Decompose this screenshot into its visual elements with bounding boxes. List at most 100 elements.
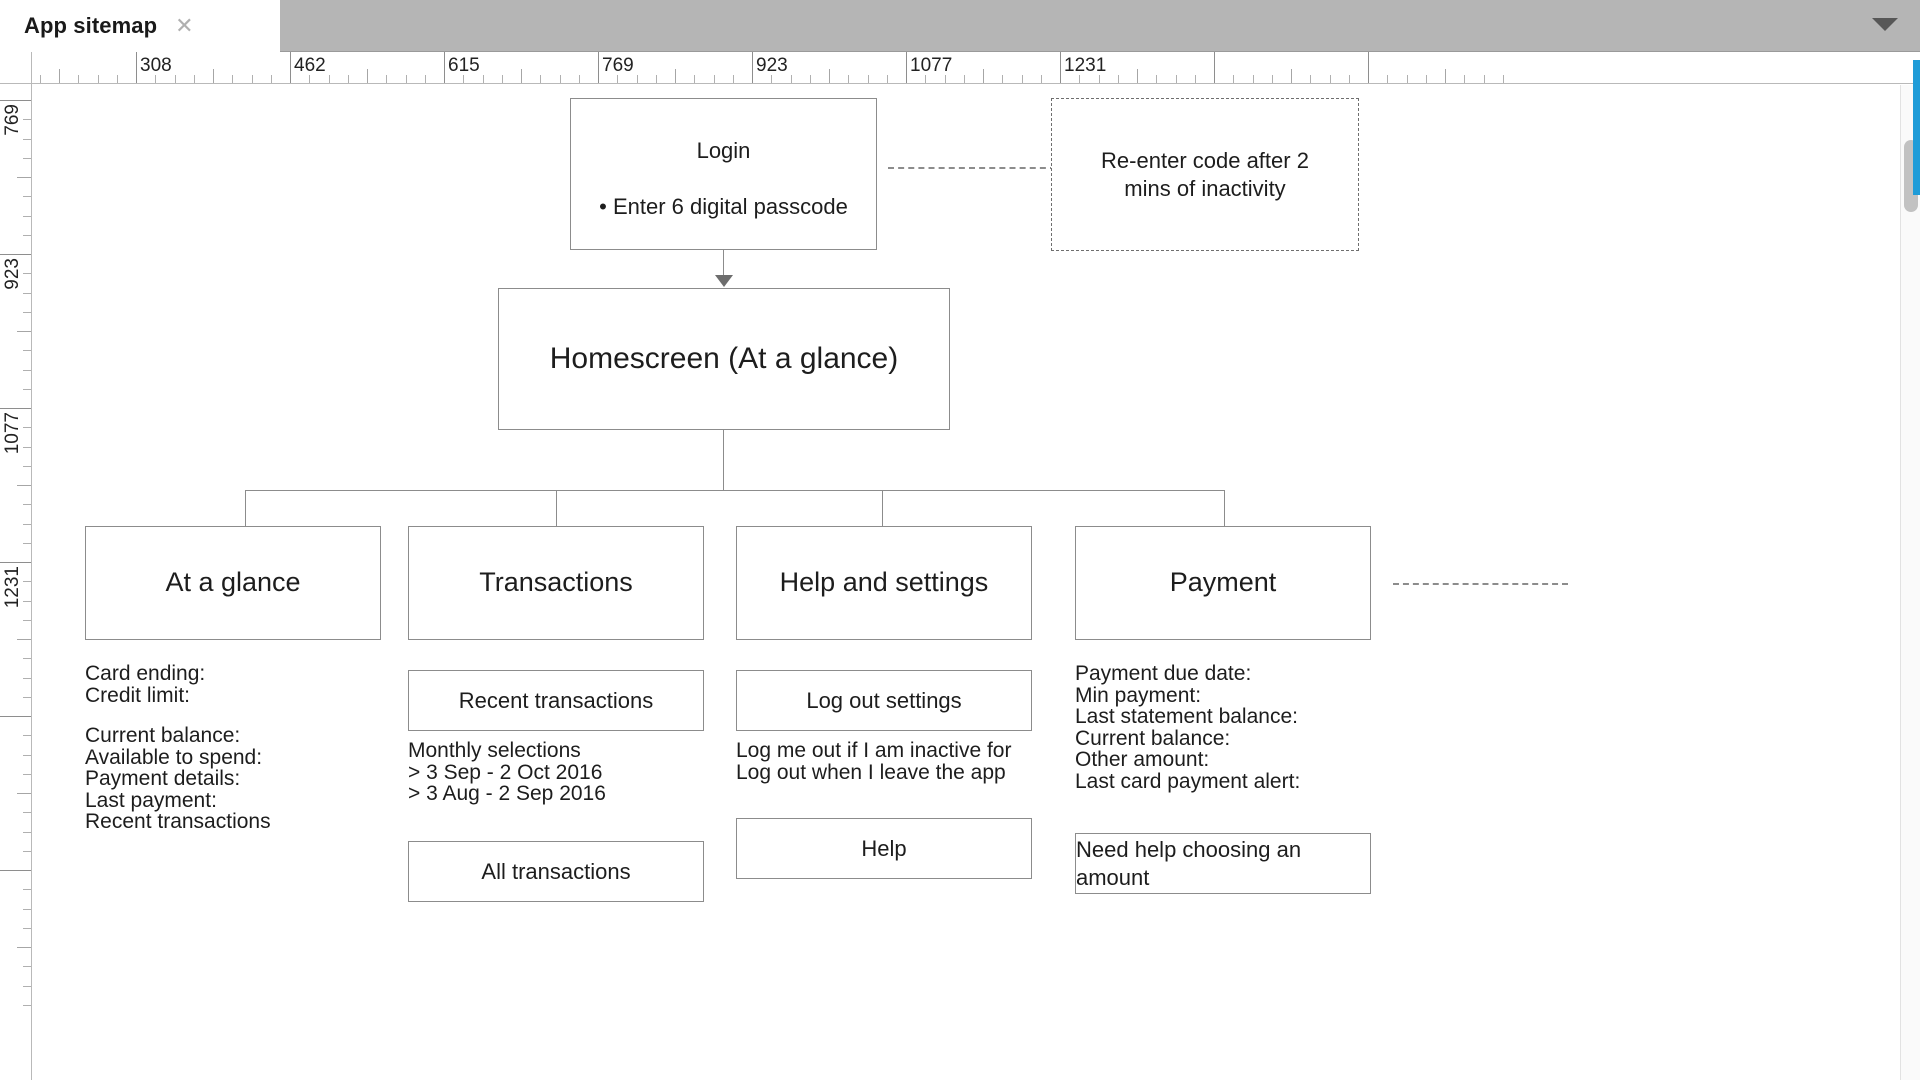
node-transactions-title: Transactions [479, 567, 633, 598]
ruler-tick-minor [23, 542, 31, 544]
node-log-out-settings[interactable]: Log out settings [736, 670, 1032, 731]
ruler-tick-minor [309, 75, 311, 83]
ruler-tick-minor [732, 75, 734, 83]
ruler-tick-major [0, 716, 31, 717]
ruler-tick-minor [867, 75, 869, 83]
text-log-out-options: Log me out if I am inactive for Log out … [736, 739, 1012, 784]
ruler-tick-minor [213, 69, 214, 83]
ruler-tick-major [290, 52, 291, 83]
ruler-tick-minor [23, 465, 31, 467]
ruler-tick-major [0, 870, 31, 871]
ruler-tick-minor [1329, 75, 1331, 83]
connector-branch-help [882, 490, 883, 527]
ruler-label-h: 615 [448, 55, 480, 76]
ruler-tick-minor [17, 639, 31, 640]
ruler-tick-minor [251, 75, 253, 83]
ruler-tick-minor [1156, 75, 1158, 83]
ruler-tick-minor [1425, 75, 1427, 83]
ruler-tick-minor [23, 215, 31, 217]
node-recent-transactions-label: Recent transactions [458, 687, 654, 713]
node-all-transactions[interactable]: All transactions [408, 841, 704, 902]
node-help-and-settings-title: Help and settings [779, 567, 989, 598]
node-reenter-code-note[interactable]: Re-enter code after 2 mins of inactivity [1051, 98, 1359, 251]
ruler-label-h: 1231 [1064, 55, 1107, 76]
node-need-help-choosing-amount-label: Need help choosing an amount [1076, 837, 1302, 890]
ruler-corner [0, 52, 32, 84]
ruler-tick-minor [116, 75, 118, 83]
ruler-label-v: 1077 [2, 412, 23, 455]
ruler-tick-minor [23, 850, 31, 852]
connector-homescreen-trunk [723, 430, 724, 490]
ruler-tick-minor [1502, 75, 1504, 83]
diagram-canvas[interactable]: Login • Enter 6 digital passcode Re-ente… [33, 85, 1901, 1080]
ruler-tick-minor [578, 75, 580, 83]
ruler-tick-minor [174, 75, 176, 83]
node-homescreen[interactable]: Homescreen (At a glance) [498, 288, 950, 430]
chevron-down-icon[interactable] [1872, 18, 1898, 31]
ruler-tick-minor [1252, 75, 1254, 83]
node-need-help-choosing-amount[interactable]: Need help choosing an amount [1075, 833, 1371, 894]
ruler-tick-minor [17, 947, 31, 948]
node-payment-title: Payment [1169, 567, 1277, 598]
node-recent-transactions[interactable]: Recent transactions [408, 670, 704, 731]
ruler-tick-minor [59, 69, 60, 83]
ruler-label-h: 308 [140, 55, 172, 76]
ruler-tick-minor [521, 69, 522, 83]
ruler-tick-minor [1175, 75, 1177, 83]
close-icon[interactable]: ✕ [175, 13, 194, 38]
ruler-tick-major [136, 52, 137, 83]
ruler-tick-major [0, 408, 31, 409]
ruler-tick-minor [1464, 75, 1466, 83]
ruler-tick-minor [23, 985, 31, 987]
ruler-tick-minor [463, 75, 465, 83]
ruler-tick-minor [17, 331, 31, 332]
ruler-tick-major [0, 100, 31, 101]
ruler-label-h: 1077 [910, 55, 953, 76]
node-login[interactable]: Login • Enter 6 digital passcode [570, 98, 877, 250]
ruler-tick-minor [23, 619, 31, 621]
ruler-tick-minor [1137, 69, 1138, 83]
text-payment-details: Payment due date: Min payment: Last stat… [1075, 662, 1301, 793]
ruler-tick-minor [1406, 75, 1408, 83]
node-login-bullet: • Enter 6 digital passcode [599, 193, 848, 219]
ruler-tick-minor [501, 75, 503, 83]
ruler-tick-minor [963, 75, 965, 83]
ruler-label-h: 923 [756, 55, 788, 76]
ruler-tick-minor [1233, 75, 1235, 83]
ruler-label-v: 923 [2, 258, 23, 290]
ruler-tick-minor [424, 75, 426, 83]
node-payment[interactable]: Payment [1075, 526, 1371, 640]
ruler-tick-minor [1194, 75, 1196, 83]
tab-app-sitemap[interactable]: App sitemap ✕ [0, 0, 280, 52]
ruler-tick-minor [23, 311, 31, 313]
ruler-tick-minor [1040, 75, 1042, 83]
node-at-a-glance[interactable]: At a glance [85, 526, 381, 640]
node-transactions[interactable]: Transactions [408, 526, 704, 640]
ruler-tick-minor [386, 75, 388, 83]
node-help-and-settings[interactable]: Help and settings [736, 526, 1032, 640]
ruler-tick-minor [713, 75, 715, 83]
ruler-tick-minor [193, 75, 195, 83]
ruler-tick-minor [1445, 69, 1446, 83]
node-at-a-glance-title: At a glance [165, 567, 301, 598]
ruler-tick-minor [23, 889, 31, 891]
ruler-tick-minor [23, 600, 31, 602]
ruler-tick-minor [23, 369, 31, 371]
text-monthly-selections: Monthly selections > 3 Sep - 2 Oct 2016 … [408, 739, 606, 805]
ruler-tick-minor [405, 75, 407, 83]
ruler-tick-minor [328, 75, 330, 83]
ruler-tick-minor [23, 773, 31, 775]
ruler-tick-minor [23, 427, 31, 429]
ruler-tick-minor [17, 485, 31, 486]
vertical-scrollbar[interactable] [1900, 85, 1920, 1080]
ruler-label-v: 1231 [2, 566, 23, 609]
ruler-tick-minor [23, 927, 31, 929]
ruler-tick-minor [790, 75, 792, 83]
ruler-tick-minor [655, 75, 657, 83]
node-login-title: Login [696, 138, 751, 163]
node-help[interactable]: Help [736, 818, 1032, 879]
ruler-tick-minor [636, 75, 638, 83]
ruler-tick-minor [23, 138, 31, 140]
